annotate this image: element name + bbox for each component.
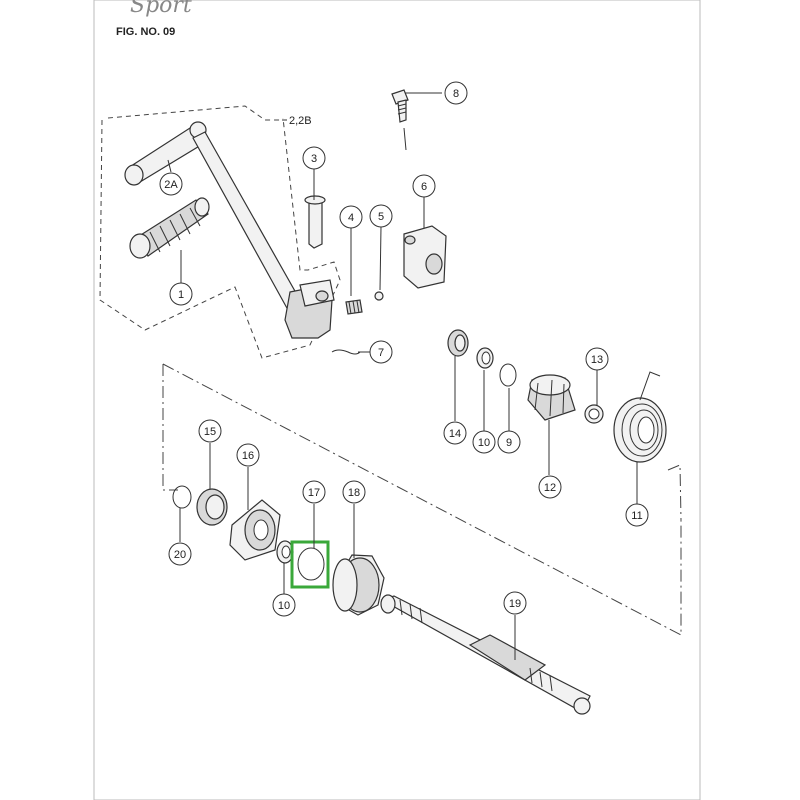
callout-17[interactable]: 17 <box>302 480 326 504</box>
callout-1[interactable]: 1 <box>169 282 193 306</box>
callout-14[interactable]: 14 <box>443 421 467 445</box>
thrust-ring <box>297 547 325 581</box>
ratchet-sleeve <box>527 374 576 421</box>
callout-2a[interactable]: 2A <box>159 172 183 196</box>
callout-5[interactable]: 5 <box>369 204 393 228</box>
bush <box>196 488 228 526</box>
callout-label-3: 3 <box>311 153 317 165</box>
small-ball <box>374 291 384 301</box>
callout-3[interactable]: 3 <box>302 146 326 170</box>
callout-label-9: 9 <box>506 437 512 449</box>
callout-4[interactable]: 4 <box>339 205 363 229</box>
callout-8[interactable]: 8 <box>444 81 468 105</box>
ring <box>499 363 517 387</box>
callout-label-15: 15 <box>204 426 216 438</box>
callout-label-13: 13 <box>591 354 603 366</box>
callout-label-8: 8 <box>453 88 459 100</box>
callout-18[interactable]: 18 <box>342 480 366 504</box>
callout-label-10-lower: 10 <box>278 600 290 612</box>
clamp-housing <box>403 225 447 289</box>
callout-label-12: 12 <box>544 482 556 494</box>
bolt <box>391 89 409 123</box>
callout-20[interactable]: 20 <box>168 542 192 566</box>
callout-label-11: 11 <box>631 510 642 522</box>
callout-label-16: 16 <box>242 450 254 462</box>
return-spring <box>613 371 667 463</box>
pin-part <box>304 195 326 249</box>
brand-script: Sport <box>130 0 192 18</box>
callout-label-5: 5 <box>378 211 384 223</box>
bolt-axis <box>403 127 407 151</box>
circlip <box>331 349 361 355</box>
oil-seal <box>447 329 469 357</box>
callout-label-14: 14 <box>449 428 461 440</box>
callout-label-17: 17 <box>308 487 320 499</box>
callout-19[interactable]: 19 <box>503 591 527 615</box>
callout-label-4: 4 <box>348 212 354 224</box>
shaft-assembly-boundary <box>162 363 682 636</box>
callout-15[interactable]: 15 <box>198 419 222 443</box>
callout-9[interactable]: 9 <box>497 430 521 454</box>
figure-title: FIG. NO. 09 <box>116 26 175 38</box>
callout-label-18: 18 <box>348 487 360 499</box>
ratchet-gear <box>229 499 281 561</box>
rubber-grip <box>129 197 210 259</box>
callout-label-1: 1 <box>178 289 184 301</box>
callout-label-20: 20 <box>174 549 186 561</box>
washer-lower-hole <box>281 545 291 559</box>
small-spring <box>345 299 363 315</box>
callout-13[interactable]: 13 <box>585 347 609 371</box>
kick-shaft <box>380 594 591 715</box>
spring-circlip-hole <box>588 408 600 420</box>
highlight-box-17 <box>290 540 330 589</box>
callout-11[interactable]: 11 <box>625 503 649 527</box>
washer-upper-hole <box>481 351 491 365</box>
kick-lever <box>124 121 335 339</box>
callout-label-2a: 2A <box>164 179 178 191</box>
leader-lines <box>167 92 638 660</box>
callout-label-6: 6 <box>421 181 427 193</box>
callout-label-19: 19 <box>509 598 521 610</box>
callout-16[interactable]: 16 <box>236 443 260 467</box>
lever-assembly-boundary <box>99 105 341 359</box>
callout-label-10-upper: 10 <box>478 437 490 449</box>
shim-ring <box>172 485 192 509</box>
callout-label-7: 7 <box>378 347 384 359</box>
callout-10-upper[interactable]: 10 <box>472 430 496 454</box>
kick-gear <box>332 554 385 616</box>
callout-7[interactable]: 7 <box>369 340 393 364</box>
callout-10-lower[interactable]: 10 <box>272 593 296 617</box>
callout-6[interactable]: 6 <box>412 174 436 198</box>
callout-12[interactable]: 12 <box>538 475 562 499</box>
assembly-label-2-2b: 2,2B <box>289 115 312 127</box>
page-border <box>93 0 701 800</box>
